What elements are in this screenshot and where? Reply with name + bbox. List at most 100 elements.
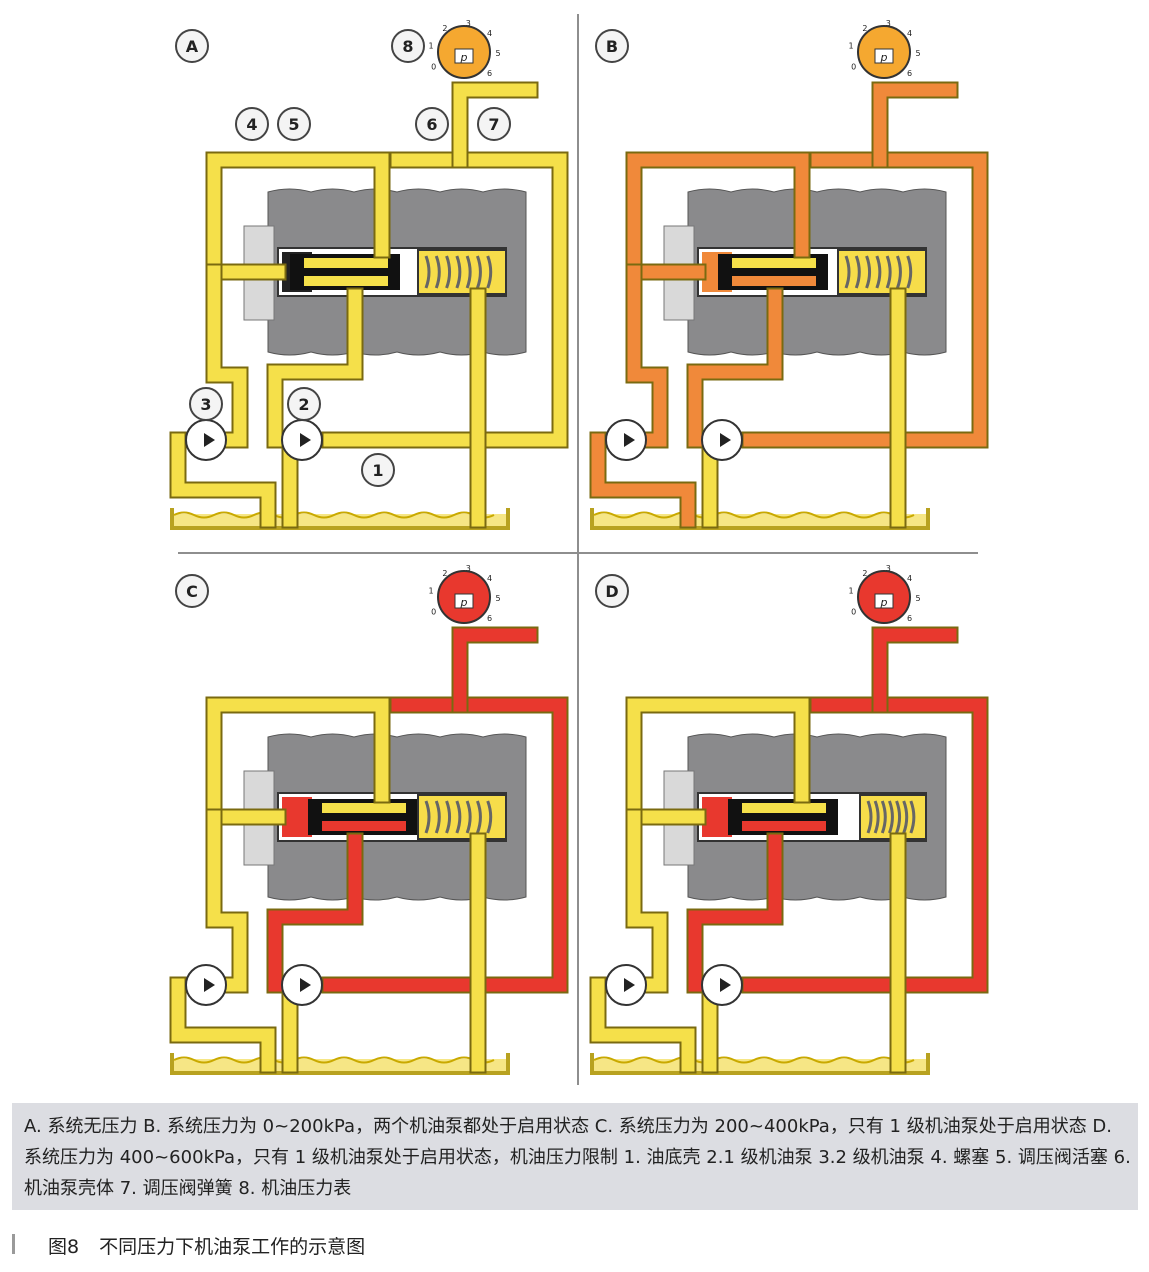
oil-sump xyxy=(170,508,510,530)
spring-housing xyxy=(417,249,507,295)
pressure-gauge-window xyxy=(874,48,894,64)
piston-land-top xyxy=(304,258,388,268)
control-spring xyxy=(866,800,916,834)
gauge-tick-label: 0 xyxy=(431,608,436,617)
caption-text: A. 系统无压力 B. 系统压力为 0~200kPa，两个机油泵都处于启用状态 … xyxy=(24,1116,1131,1199)
gauge-tick-label: 1 xyxy=(849,587,854,596)
piston-land-top xyxy=(742,803,826,813)
callout-1: 1 xyxy=(372,461,383,480)
piston-land-top xyxy=(732,258,816,268)
gauge-line xyxy=(453,83,537,167)
panel-letter-c: C xyxy=(186,582,198,601)
main-line xyxy=(743,698,987,992)
gauge-tick-label: 4 xyxy=(487,29,492,38)
oil-surface xyxy=(593,511,915,519)
pump-stage-1-arrow-icon xyxy=(720,978,731,992)
control-line xyxy=(207,153,389,279)
callout-7-circle xyxy=(477,107,511,141)
gauge-tick-label: 0 xyxy=(851,608,856,617)
panel-letter-d-circle xyxy=(595,574,629,608)
main-line xyxy=(743,153,987,447)
callout-5-circle xyxy=(277,107,311,141)
gauge-line-outline xyxy=(871,81,959,169)
oil-level xyxy=(594,514,926,526)
gauge-tick-label: 0 xyxy=(851,63,856,72)
figure-title: 图8 不同压力下机油泵工作的示意图 xyxy=(48,1232,365,1259)
gauge-tick-label: 3 xyxy=(466,564,471,573)
main-line xyxy=(323,153,567,447)
piston-land-bottom xyxy=(304,276,388,286)
gauge-tick-label: 3 xyxy=(886,564,891,573)
gauge-tick-label: 6 xyxy=(487,69,492,78)
gauge-tick-label: 2 xyxy=(862,24,867,33)
main-line xyxy=(323,698,567,992)
callout-6-circle xyxy=(415,107,449,141)
pump-stage-1-arrow-icon xyxy=(300,978,311,992)
gauge-symbol: p xyxy=(460,51,468,64)
callout-2: 2 xyxy=(298,395,309,414)
gauge-tick-label: 6 xyxy=(487,614,492,623)
gauge-line xyxy=(453,628,537,712)
pressure-gauge-window xyxy=(874,593,894,609)
control-spring xyxy=(424,800,493,834)
gauge-tick-label: 2 xyxy=(442,569,447,578)
gauge-tick-label: 0 xyxy=(431,63,436,72)
gauge-tick-label: 6 xyxy=(907,614,912,623)
figure-label: 图8 xyxy=(48,1236,80,1258)
pump2-inlet xyxy=(591,433,695,527)
pump2-inlet xyxy=(171,433,275,527)
callout-1-circle xyxy=(361,453,395,487)
pressure-chamber xyxy=(282,797,312,837)
gauge-symbol: p xyxy=(880,596,888,609)
oil-level xyxy=(174,514,506,526)
gauge-tick-label: 2 xyxy=(442,24,447,33)
pump-stage-1-arrow-icon xyxy=(300,433,311,447)
oil-sump xyxy=(590,1053,930,1075)
control-line xyxy=(627,698,809,824)
control-spring xyxy=(424,255,493,289)
oil-surface xyxy=(173,511,495,519)
oil-sump xyxy=(170,1053,510,1075)
pump2-inlet xyxy=(171,978,275,1072)
panel-letter-a: A xyxy=(186,37,199,56)
panel-letter-a-circle xyxy=(175,29,209,63)
piston-land-bottom xyxy=(322,821,406,831)
pump-stage-1-arrow-icon xyxy=(720,433,731,447)
callout-6: 6 xyxy=(426,115,437,134)
gauge-tick-label: 5 xyxy=(915,49,920,58)
pump-stage-2-arrow-icon xyxy=(624,433,635,447)
control-line xyxy=(627,153,809,279)
gauge-tick-label: 3 xyxy=(886,19,891,28)
callout-4-circle xyxy=(235,107,269,141)
gauge-line xyxy=(873,83,957,167)
callout-8-circle xyxy=(391,29,425,63)
oil-sump xyxy=(590,508,930,530)
pump2-outlet xyxy=(623,810,667,992)
caption-box: A. 系统无压力 B. 系统压力为 0~200kPa，两个机油泵都处于启用状态 … xyxy=(12,1103,1138,1210)
piston-land-bottom xyxy=(742,821,826,831)
pump-stage-2-arrow-icon xyxy=(204,433,215,447)
gauge-tick-label: 1 xyxy=(429,42,434,51)
gauge-tick-label: 6 xyxy=(907,69,912,78)
gauge-tick-label: 4 xyxy=(907,574,912,583)
pump2-outlet xyxy=(203,265,247,447)
piston-land-top xyxy=(322,803,406,813)
callout-5: 5 xyxy=(288,115,299,134)
gauge-symbol: p xyxy=(460,596,468,609)
pressure-gauge-window xyxy=(454,593,474,609)
spring-housing xyxy=(837,249,927,295)
figure-title-text: 不同压力下机油泵工作的示意图 xyxy=(99,1236,366,1258)
pump2-outlet xyxy=(623,265,667,447)
callout-8: 8 xyxy=(402,37,413,56)
gauge-tick-label: 1 xyxy=(429,587,434,596)
piston-land-bottom xyxy=(732,276,816,286)
gauge-tick-label: 4 xyxy=(907,29,912,38)
spring-housing xyxy=(417,794,507,840)
gauge-line-outline xyxy=(451,626,539,714)
callout-3: 3 xyxy=(200,395,211,414)
oil-surface xyxy=(173,1056,495,1064)
